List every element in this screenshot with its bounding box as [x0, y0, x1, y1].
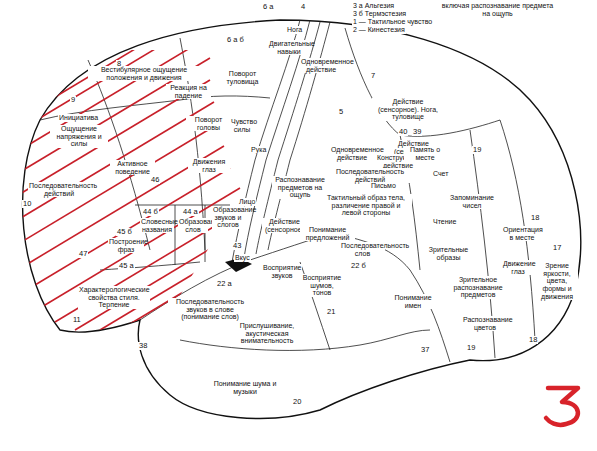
area-number: 39 [412, 128, 422, 136]
area-label: Прислушивание, акустическая внимательнос… [222, 322, 312, 345]
area-label: Чувство силы [230, 118, 254, 133]
area-label: Одновременное действие [330, 146, 374, 161]
area-label: Тактильный образ тела, различение правой… [320, 194, 412, 217]
area-number: 17 [552, 244, 562, 252]
area-number: 7 [370, 72, 376, 80]
area-label: Последовательность слов [340, 242, 385, 257]
area-number: 45 б [116, 228, 133, 236]
area-label: Понимание шума и музыки [205, 380, 285, 395]
area-label: Чтение [432, 218, 457, 226]
area-label: Последовательность действий [28, 182, 90, 197]
area-label: Активное поведение [110, 160, 155, 175]
brain-outline [23, 20, 581, 418]
area-number: 6 а [262, 3, 274, 11]
area-label: Реакция на падение [166, 84, 211, 99]
area-label: Одновременное действие [300, 58, 342, 73]
area-label: Понимание предложений [300, 226, 355, 241]
area-borders [40, 20, 535, 362]
area-label: Движение глаз [502, 260, 534, 275]
area-label: Зрительные образы [426, 246, 471, 261]
area-label: Действие (сенсорное). Нога, туловище [372, 98, 444, 121]
area-label: Восприятие шумов, тонов [300, 274, 344, 297]
area-label: 1 — Тактильное чувство [352, 18, 433, 26]
area-label: Письмо [370, 182, 397, 190]
area-label: Вестибулярное ощущение положения и движе… [88, 66, 200, 81]
area-label: Лицо [238, 198, 256, 206]
area-label: Счет [432, 170, 450, 178]
area-label: Движения глаз [188, 158, 230, 173]
area-number: 6 а б [226, 36, 245, 44]
area-number: 21 [326, 308, 336, 316]
area-label: Характерологические свойства стиля. Терп… [78, 286, 150, 309]
area-label: Ощущение напряжения и силы [50, 125, 108, 148]
area-label: 2 — Кинестезия [352, 26, 406, 34]
area-label: Ориентация в месте [502, 226, 542, 241]
area-number: 37 [420, 346, 430, 354]
area-label: Последовательность звуков в слове (поним… [168, 298, 252, 321]
area-number: 46 [150, 176, 160, 184]
area-label: Поворот туловища [220, 70, 265, 85]
area-number: 44 а [182, 208, 199, 216]
area-number: 4 [300, 3, 306, 11]
area-label: Восприятие звуков [262, 264, 302, 279]
hatch-area [10, 0, 320, 330]
area-number: 18 [530, 214, 540, 222]
area-label: Нога [286, 26, 303, 34]
area-label: Построение фраз [108, 238, 144, 253]
area-number: 22 б [350, 262, 367, 270]
logo-mark [546, 388, 578, 425]
area-number: 40 [398, 128, 408, 136]
area-number: 9 [70, 96, 76, 104]
area-number: 45 а [118, 262, 135, 270]
area-label: Память о месте [404, 146, 446, 161]
area-label: Запоминание чисел [448, 194, 496, 209]
area-label: Зрение яркости, цвета, формы и движения [536, 262, 578, 300]
area-label: 3 б Термэстезия [352, 10, 407, 18]
area-label: Образование звуков и слогов [212, 206, 244, 229]
area-number: 19 [472, 146, 482, 154]
area-label: Понимание имен [392, 294, 434, 309]
area-number: 18 [528, 336, 538, 344]
area-number: 43 [232, 242, 242, 250]
area-label: Зрительное распознавание предметов [450, 276, 506, 299]
area-label: Вкус [234, 254, 251, 262]
area-number: 38 [138, 342, 148, 350]
area-number: 22 а [216, 280, 233, 288]
area-number: 19 [466, 344, 476, 352]
area-label: Словесные названия [140, 218, 174, 233]
area-label: Поворот головы [186, 116, 231, 131]
area-label: 3 а Альгезия [352, 2, 395, 10]
area-label: включая распознавание предмета на ощупь [440, 2, 555, 17]
area-number: 10 [22, 200, 32, 208]
area-label: Двигательные навыки [268, 40, 310, 55]
area-label: Рука [250, 146, 267, 154]
area-label: Распознавание цветов [462, 316, 508, 331]
area-number: 5 [338, 108, 344, 116]
area-label: Образование слов [178, 218, 208, 233]
area-label: Инициатива [58, 114, 99, 122]
area-number: 47 [78, 250, 88, 258]
area-number: 20 [292, 398, 302, 406]
area-number: 44 б [142, 208, 159, 216]
area-number: 11 [72, 316, 82, 324]
